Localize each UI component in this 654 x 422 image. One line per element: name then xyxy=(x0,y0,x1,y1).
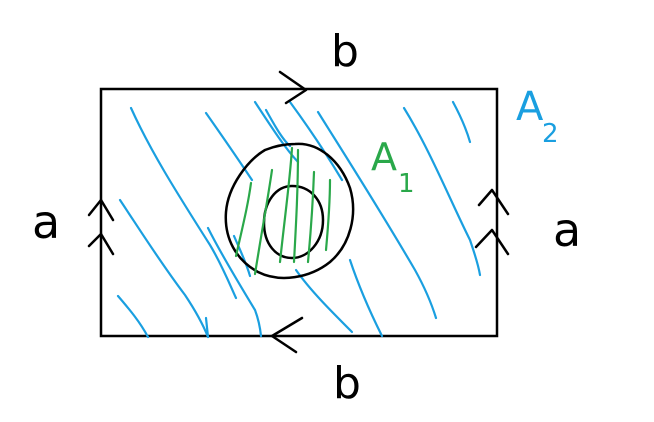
right-edge-label: a xyxy=(553,203,581,257)
left-edge-label: a xyxy=(32,195,60,249)
inner-region-label: A xyxy=(371,135,397,179)
left-edge-double-arrow xyxy=(87,198,115,256)
right-edge-double-arrow xyxy=(474,188,510,256)
fundamental-rectangle xyxy=(99,87,499,338)
top-edge-arrow xyxy=(278,70,308,105)
outer-loop xyxy=(224,142,355,280)
outer-region-label: A xyxy=(516,84,544,130)
bottom-edge-arrow xyxy=(270,316,304,354)
outer-region-subscript: 2 xyxy=(542,119,559,149)
top-edge-label: b xyxy=(331,26,359,77)
inner-loop xyxy=(262,184,325,260)
bottom-edge-label: b xyxy=(333,358,361,409)
inner-region-subscript: 1 xyxy=(398,169,415,199)
outer-region-hatch xyxy=(116,100,482,339)
inner-region-hatch xyxy=(234,146,332,276)
